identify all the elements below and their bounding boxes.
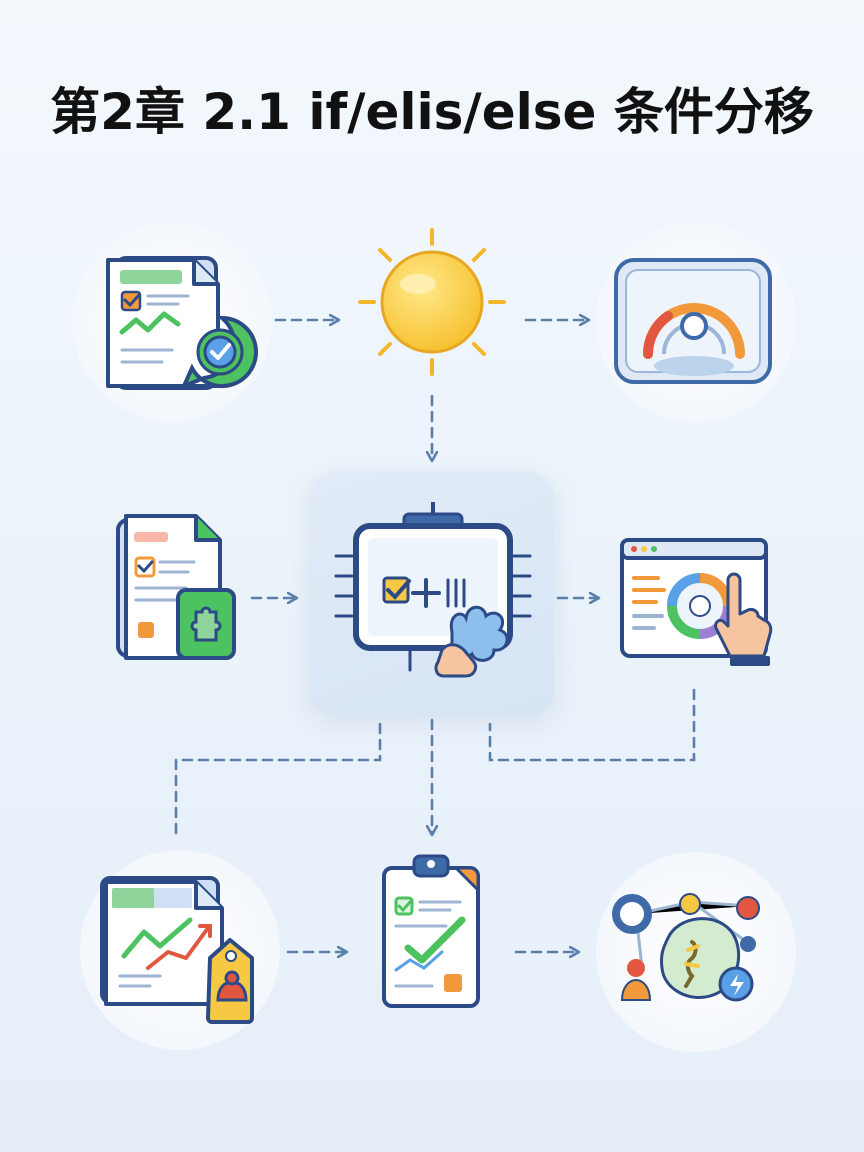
page-title: 第2章 2.1 if/elis/else 条件分移 [50,83,814,141]
branch-right [488,688,696,762]
sun-icon [356,226,508,378]
gauge-icon [612,254,774,388]
branch-left [174,722,382,842]
document-puzzle-icon [112,512,242,672]
checked-report-icon [100,240,260,410]
dashboard-touch-icon [618,534,778,674]
chart-tag-icon [98,872,270,1032]
processor-panel-icon [330,500,536,690]
clipboard-check-icon [378,852,488,1012]
network-people-icon [610,880,770,1020]
